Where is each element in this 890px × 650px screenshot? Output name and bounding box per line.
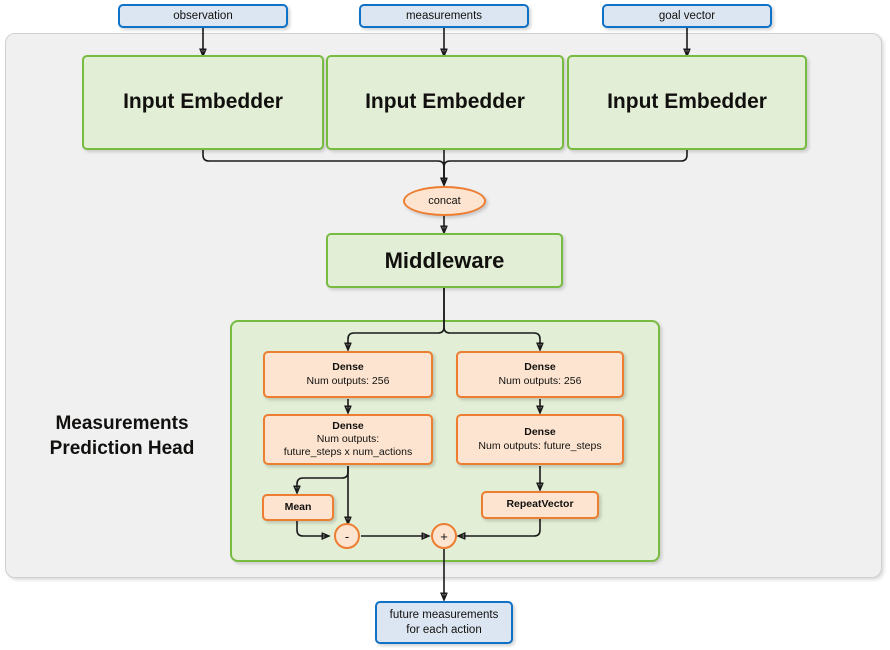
subtract-op-symbol: -: [344, 528, 350, 544]
subtract-op[interactable]: -: [334, 523, 360, 549]
input-embedder-measurements[interactable]: Input Embedder: [326, 55, 564, 150]
left-dense-256-outputs: Num outputs: 256: [306, 374, 390, 387]
right-dense2-title: Dense: [524, 426, 556, 439]
left-dense-256-title: Dense: [332, 361, 364, 374]
concat-node[interactable]: concat: [403, 186, 486, 216]
output-line2: for each action: [406, 623, 482, 636]
mean-label: Mean: [284, 500, 312, 513]
left-dense2-title: Dense: [332, 419, 364, 432]
input-embedder-measurements-label: Input Embedder: [365, 90, 525, 114]
left-dense-future-steps-x-num-actions[interactable]: Dense Num outputs: future_steps x num_ac…: [263, 414, 433, 465]
input-embedder-observation[interactable]: Input Embedder: [82, 55, 324, 150]
middleware-node[interactable]: Middleware: [326, 233, 563, 288]
right-dense2-outputs: Num outputs: future_steps: [478, 439, 602, 452]
concat-label: concat: [428, 195, 461, 207]
repeat-vector-label: RepeatVector: [506, 498, 574, 511]
add-op[interactable]: +: [431, 523, 457, 549]
right-dense-256[interactable]: Dense Num outputs: 256: [456, 351, 624, 398]
input-goal-vector-label: goal vector: [658, 9, 716, 22]
head-title: Measurements Prediction Head: [22, 412, 222, 461]
input-goal-vector[interactable]: goal vector: [602, 4, 772, 28]
output-future-measurements[interactable]: future measurements for each action: [375, 601, 513, 644]
add-op-symbol: +: [440, 528, 448, 544]
head-title-line2: Prediction Head: [49, 437, 195, 459]
mean-node[interactable]: Mean: [262, 494, 334, 521]
left-dense2-outputs-value: future_steps x num_actions: [283, 446, 413, 459]
head-title-line1: Measurements: [55, 413, 189, 434]
input-measurements-label: measurements: [405, 9, 483, 22]
input-observation[interactable]: observation: [118, 4, 288, 28]
input-measurements[interactable]: measurements: [359, 4, 529, 28]
input-embedder-goal-vector-label: Input Embedder: [607, 90, 767, 114]
middleware-label: Middleware: [384, 247, 505, 273]
input-observation-label: observation: [173, 9, 233, 22]
left-dense2-outputs-label: Num outputs:: [316, 432, 380, 445]
right-dense-256-title: Dense: [524, 361, 556, 374]
repeat-vector-node[interactable]: RepeatVector: [481, 491, 599, 519]
output-line1: future measurements: [389, 609, 499, 622]
right-dense-256-outputs: Num outputs: 256: [498, 374, 582, 387]
input-embedder-goal-vector[interactable]: Input Embedder: [567, 55, 807, 150]
input-embedder-observation-label: Input Embedder: [123, 90, 283, 114]
left-dense-256[interactable]: Dense Num outputs: 256: [263, 351, 433, 398]
right-dense-future-steps[interactable]: Dense Num outputs: future_steps: [456, 414, 624, 465]
